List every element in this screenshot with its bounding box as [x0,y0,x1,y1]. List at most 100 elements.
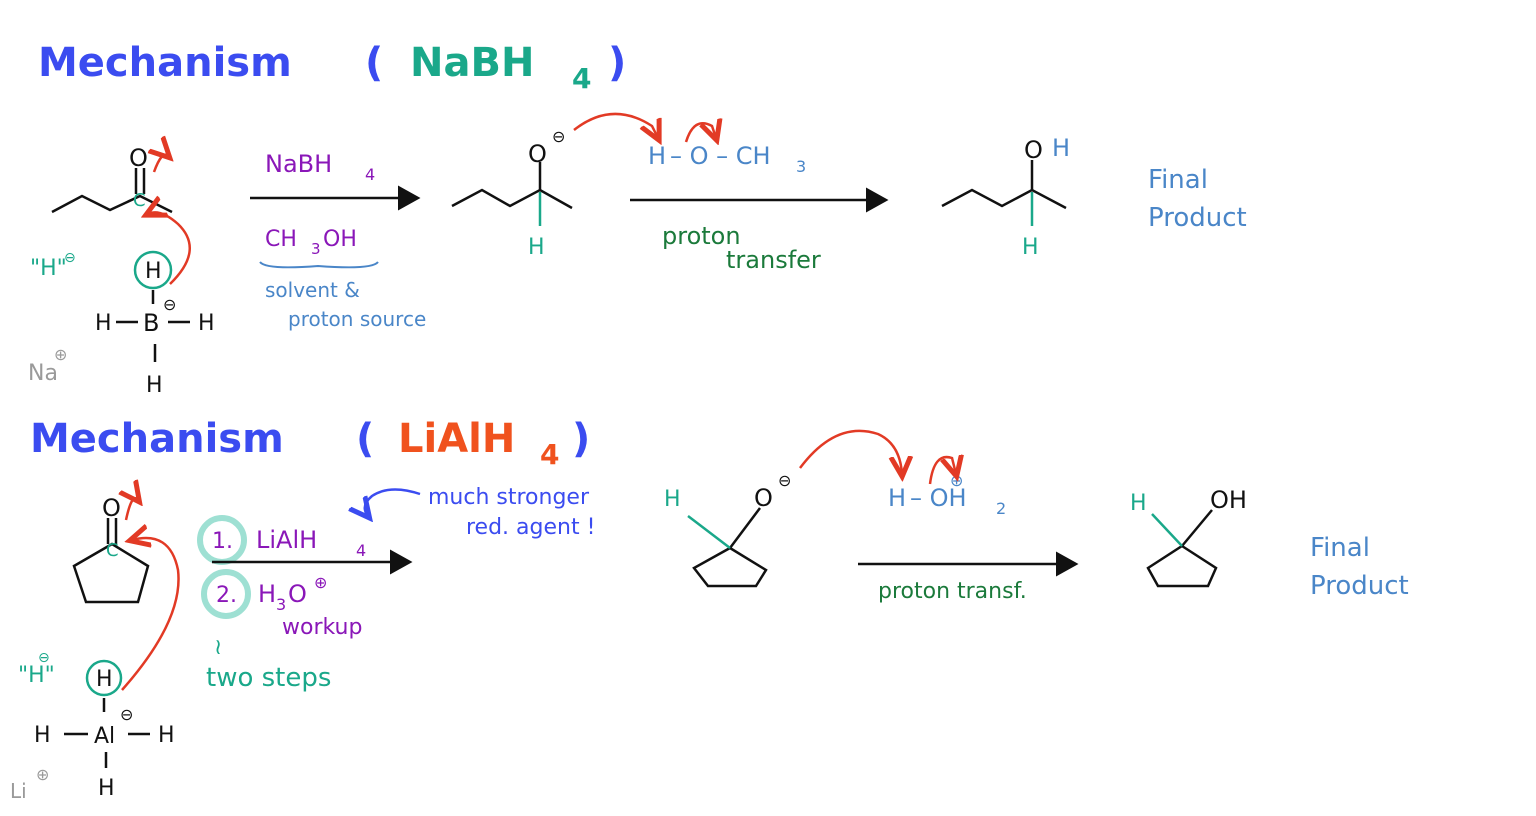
aluminohydride: "H" ⊖ H H Al ⊖ H H Li ⊕ [10,538,180,803]
proton-transfer-2: transfer [726,246,821,274]
alkoxide-new-h: H [528,235,545,260]
butanone-carbon: C [133,190,146,211]
lithium-charge: ⊕ [36,765,49,784]
lialh4-title-close: ) [572,416,590,462]
step1-reagent: LiAlH [256,526,317,554]
ketone-carbon: C [106,540,119,561]
methanol-h: H [648,142,666,170]
hydride-attack-arrow-2 [121,538,180,691]
cyclopentoxide: H O ⊖ [664,429,902,588]
bh4-right-h: H [198,311,215,336]
lialh4-step1: 1. LiAlH 4 2. H 3 O ⊕ workup ≀ two steps [197,515,413,693]
two-steps-label: two steps [206,663,331,693]
solvent-sub: 3 [311,240,321,258]
alkoxide-oxygen: O [528,140,547,168]
stronger-note: much stronger red. agent ! [365,485,595,540]
ketone-oxygen: O [102,494,121,522]
note-arrow [365,488,421,516]
bh4-bottom-h: H [146,373,163,398]
workup-label: workup [282,615,362,640]
solvent-note-2: proton source [288,307,426,331]
hydronium-sub: 2 [996,499,1006,518]
oh-bond-arrow [684,123,716,142]
lialh4-title-open: ( [356,416,374,462]
final-product-2a: Final [1310,533,1370,563]
butanone-molecule: O C [51,144,173,214]
proton-grab-arrow-2 [799,429,902,474]
hydride-circle-2 [85,659,123,697]
nabh4-title-sub: 4 [572,62,591,95]
step2-charge: ⊕ [314,573,327,592]
alh4-top-h: H [96,667,113,692]
oh-bond-arrow-2 [928,457,956,485]
final-product-1a: Final [1148,165,1208,195]
alkoxide-intermediate: O ⊖ H [451,112,658,260]
alkoxide-oxygen-2: O [754,484,773,512]
sodium-ion: Na [28,361,58,386]
product-new-h: H [1022,235,1039,260]
nabh4-title-close: ) [608,40,626,86]
alh4-bottom-h: H [98,776,115,801]
solvent-ch: CH [265,227,297,252]
proton-grab-arrow [573,112,658,138]
butanone-skeleton [51,194,173,214]
borohydride: "H" ⊖ H H B ⊖ H H Na ⊕ [28,212,215,398]
step2-o: O [288,580,307,608]
step2-number: 2. [216,583,237,608]
hydride-charge: ⊖ [64,250,76,266]
hydronium-rest: – OH [910,484,967,512]
reagent-nabh4: NaBH [265,150,332,178]
butanone-oxygen: O [129,144,148,172]
reagent-nabh4-sub: 4 [365,165,375,184]
alkoxide-charge: ⊖ [552,127,565,146]
cyclopentanol-product: H OH Final Product [1130,486,1409,601]
nabh4-title-open: ( [365,40,383,86]
solvent-oh: OH [323,227,357,252]
lialh4-title-word: Mechanism [30,416,284,462]
hydronium-h: H [888,484,906,512]
final-product-1b: Product [1148,203,1247,233]
boron-charge: ⊖ [163,295,176,314]
hydride-attack-arrow [148,212,191,285]
squiggle: ≀ [214,635,222,660]
step2-circle [201,569,251,619]
product-oh-h: H [1052,134,1070,162]
alkoxide-new-h-2: H [664,487,681,512]
aluminum-charge: ⊖ [120,705,133,724]
lialh4-title-sub: 4 [540,438,559,471]
nabh4-step1: NaBH 4 CH 3 OH solvent & proton source [250,150,426,331]
hydride-charge-2: ⊖ [38,650,50,666]
solvent-brace [259,261,379,269]
hydronium: H – OH 2 ⊕ [888,457,1006,518]
note-line-1: much stronger [428,485,590,510]
lialh4-step2: proton transf. [858,551,1079,604]
product-new-h-2: H [1130,491,1147,516]
hydride-circle [133,250,173,290]
note-line-2: red. agent ! [466,515,595,540]
methanol-rest: – O – CH [670,142,771,170]
solvent-note-1: solvent & [265,278,360,302]
boron-atom: B [143,309,159,337]
nabh4-title-reagent: NaBH [410,40,534,86]
hydride-label: "H" [30,256,67,281]
methanol-sub: 3 [796,157,806,176]
methanol: H – O – CH 3 [648,123,806,176]
pi-bond-arrow-2 [126,498,138,521]
pi-bond-arrow [154,155,168,173]
lialh4-title: Mechanism ( LiAlH 4 ) [30,416,590,471]
nabh4-step2: proton transfer [630,187,889,274]
lithium-ion: Li [10,779,27,803]
final-product-2b: Product [1310,571,1409,601]
alh4-right-h: H [158,723,175,748]
alh4-left-h: H [34,723,51,748]
nabh4-title: Mechanism ( NaBH 4 ) [38,40,626,95]
product-oxygen: O [1024,136,1043,164]
sodium-charge: ⊕ [54,345,67,364]
proton-transfer-1: proton [662,222,741,250]
cyclopentanone: O C [72,494,150,604]
hydronium-charge: ⊕ [950,471,963,490]
bh4-top-h: H [145,259,162,284]
step2-h: H [258,580,276,608]
